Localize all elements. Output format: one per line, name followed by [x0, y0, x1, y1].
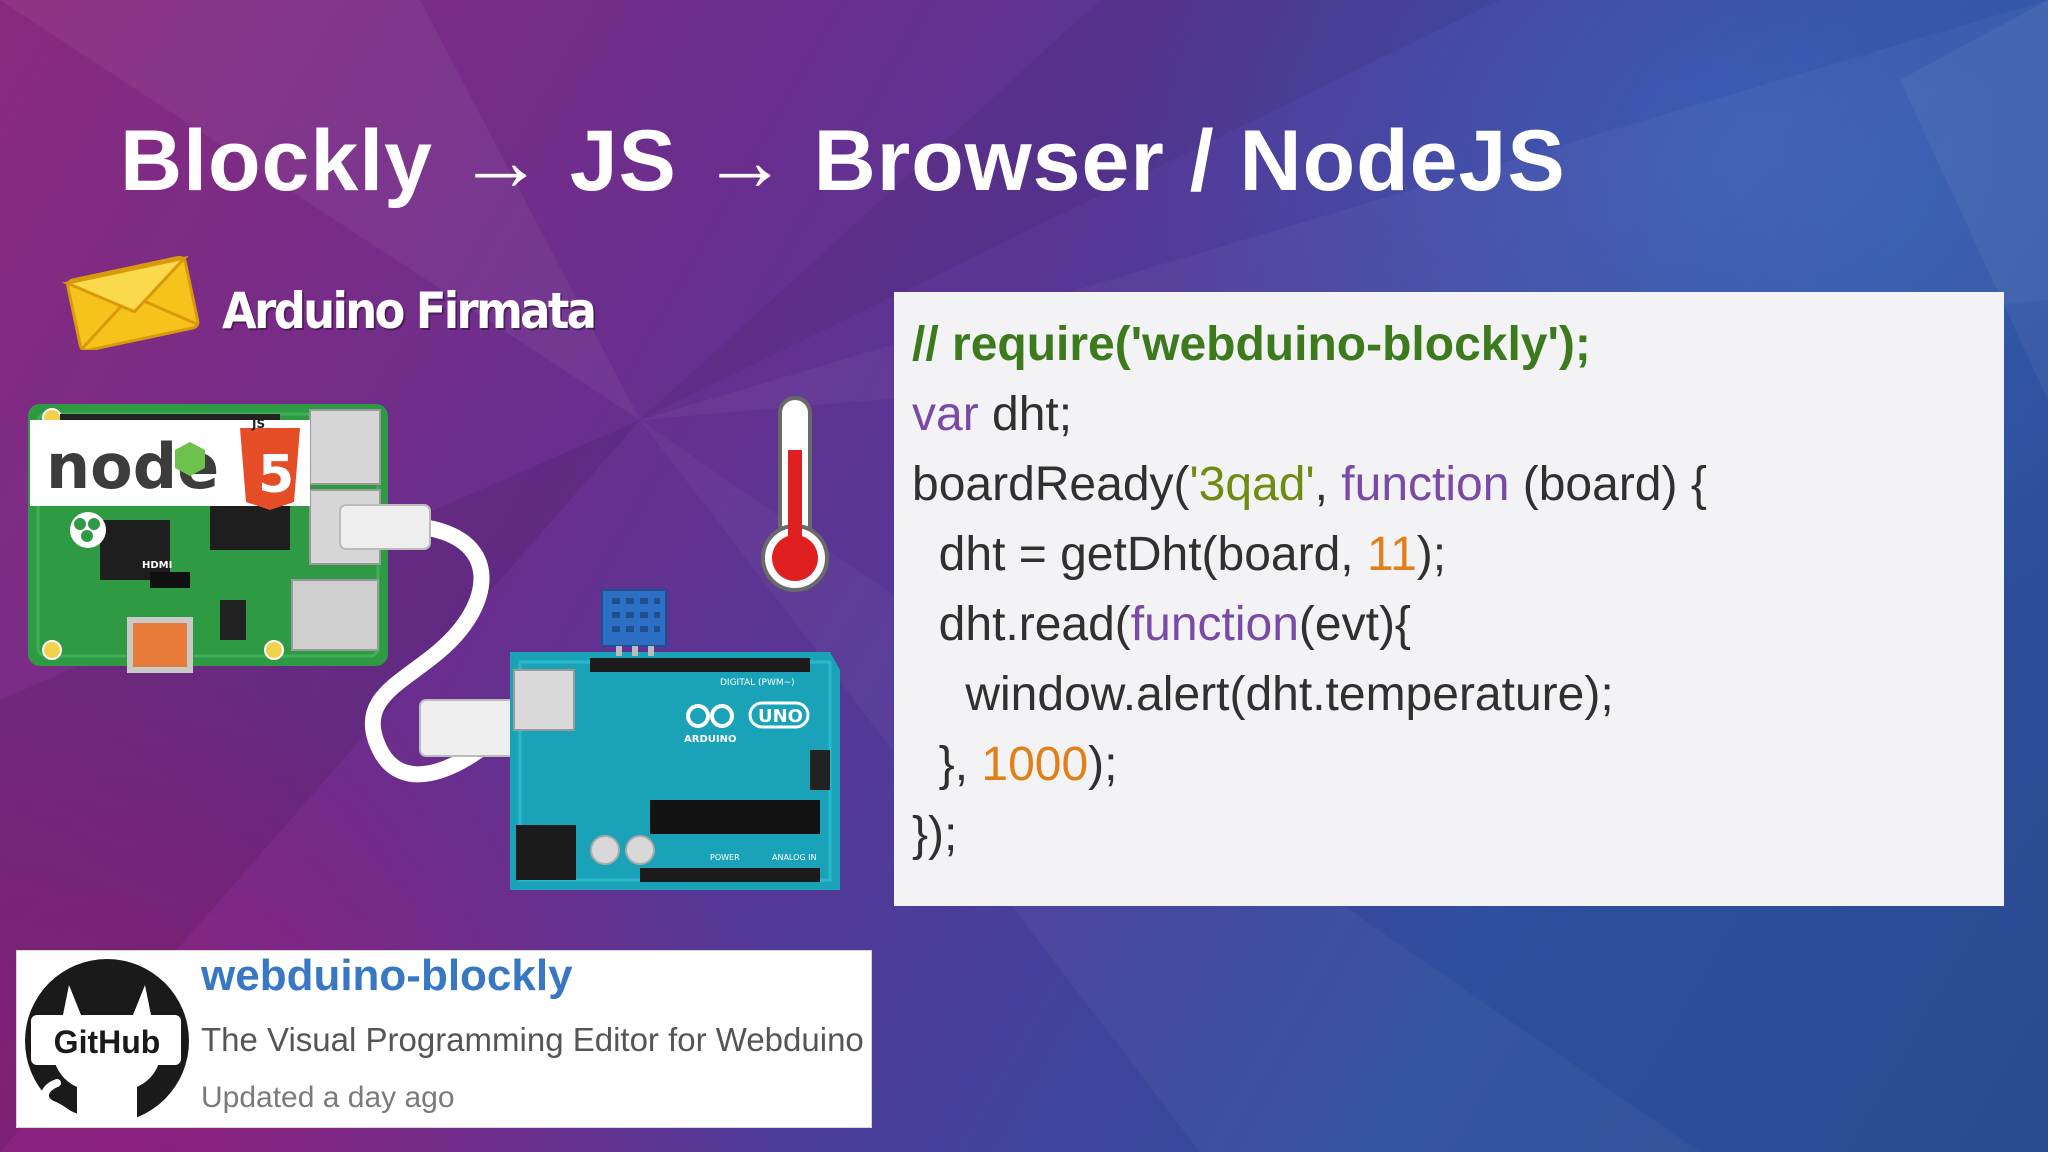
code-token-plain: boardReady(: [912, 458, 1190, 511]
code-token-plain: },: [912, 738, 982, 791]
slide-title: Blockly → JS → Browser / NodeJS: [120, 113, 1566, 209]
code-token-kw: var: [912, 388, 979, 441]
github-repo-card[interactable]: GitHub webduino-blockly The Visual Progr…: [16, 950, 872, 1128]
code-token-plain: );: [1416, 528, 1447, 581]
code-token-str: '3qad': [1189, 458, 1315, 511]
node-html5-logo: node 5 JS: [30, 417, 310, 510]
html5-five: 5: [258, 445, 294, 505]
code-line: dht.read(function(evt){: [912, 590, 2004, 660]
repo-name-link[interactable]: webduino-blockly: [201, 951, 573, 1000]
code-token-plain: dht.read(: [912, 598, 1131, 651]
envelope-icon: [62, 255, 200, 350]
code-token-kw: function: [1341, 458, 1510, 511]
code-line: window.alert(dht.temperature);: [912, 660, 2004, 730]
code-token-plain: (evt){: [1298, 598, 1411, 651]
code-token-plain: (board) {: [1509, 458, 1707, 511]
code-token-plain: window.alert(dht.temperature);: [912, 668, 1614, 721]
thermometer-icon: [761, 396, 829, 592]
js-badge: JS: [251, 417, 265, 431]
code-panel: // require('webduino-blockly');var dht;b…: [894, 292, 2004, 906]
uno-label: UNO: [758, 706, 803, 727]
digital-label: DIGITAL (PWM~): [720, 678, 795, 688]
code-line: });: [912, 800, 2004, 870]
code-token-plain: ,: [1314, 458, 1342, 511]
code-token-kw: function: [1130, 598, 1299, 651]
code-line: dht = getDht(board, 11);: [912, 520, 2004, 590]
hardware-illustration: HDMI node 5 JS: [28, 404, 840, 890]
code-line: boardReady('3qad', function (board) {: [912, 450, 2004, 520]
hdmi-label: HDMI: [142, 560, 172, 571]
code-token-num: 11: [1366, 528, 1417, 581]
code-line: var dht;: [912, 380, 2004, 450]
repo-updated-time: Updated a day ago: [201, 1081, 455, 1114]
code-token-plain: dht;: [978, 388, 1073, 441]
power-label: POWER: [710, 853, 740, 862]
github-logo-text: GitHub: [54, 1024, 161, 1060]
code-token-plain: dht = getDht(board,: [912, 528, 1367, 581]
arduino-firmata-label: Arduino Firmata: [222, 282, 597, 340]
code-token-plain: });: [912, 808, 958, 861]
arduino-label: ARDUINO: [684, 734, 736, 745]
arduino-uno-board: UNO ARDUINO DIGITAL (PWM~) POWER ANALOG …: [510, 652, 840, 890]
analog-label: ANALOG IN: [772, 853, 817, 862]
code-token-comment: // require('webduino-blockly');: [912, 318, 1591, 371]
code-line: }, 1000);: [912, 730, 2004, 800]
repo-description: The Visual Programming Editor for Webdui…: [201, 1021, 864, 1058]
code-token-num: 1000: [981, 738, 1089, 791]
dht11-sensor: [601, 589, 667, 656]
github-octocat-icon: GitHub: [25, 959, 189, 1123]
code-line: // require('webduino-blockly');: [912, 310, 2004, 380]
code-token-plain: );: [1088, 738, 1118, 791]
